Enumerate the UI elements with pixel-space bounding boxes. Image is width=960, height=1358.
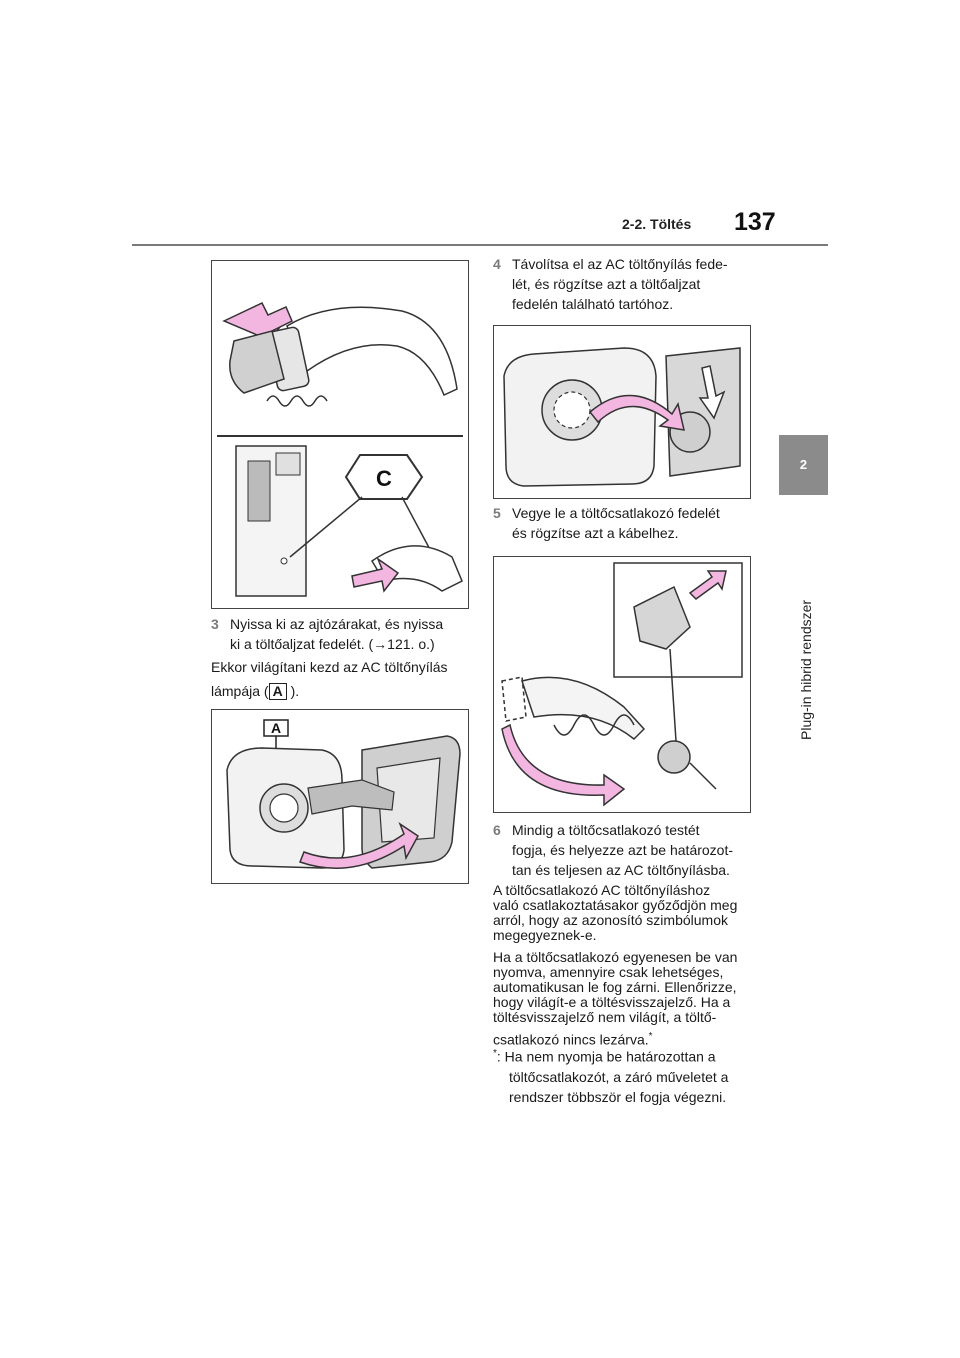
header-rule	[132, 244, 828, 246]
paragraph-line: lámpája (A ).	[211, 681, 473, 701]
paragraph-line: való csatlakoztatásakor győződjön meg	[493, 897, 738, 913]
connector-cover-on-cable-icon	[657, 740, 691, 774]
callout-label-a: A	[271, 720, 281, 736]
step-4: 4 Távolítsa el az AC töltőnyílás fede- l…	[493, 254, 763, 314]
arrow-curved-icon	[501, 723, 626, 807]
figure-connector-cap: C	[211, 260, 469, 609]
page-number: 137	[734, 208, 776, 236]
step-text-line: Távolítsa el az AC töltőnyílás fede-	[512, 256, 728, 272]
label-a-box: A	[268, 683, 287, 700]
connector-cap-illustration: C	[217, 302, 463, 597]
chapter-title-vertical: Plug-in hibrid rendszer	[795, 510, 817, 740]
chapter-tab: 2	[779, 435, 828, 495]
step-number: 5	[493, 505, 501, 521]
footnote: *: Ha nem nyomja be határozottan a töltő…	[493, 1044, 763, 1107]
step-text-line: Vegye le a töltőcsatlakozó fedelét	[512, 505, 720, 521]
connector-cap-icon	[229, 330, 285, 394]
plug-outline-dashed	[501, 676, 527, 722]
inlet-cap-illustration	[503, 347, 741, 487]
arrow-curved-icon	[299, 822, 419, 869]
paragraph-line: töltésvisszajelző nem világít, a töltő-	[493, 1009, 717, 1025]
step-text-line: ki a töltőaljzat fedelét. (→121. o.)	[230, 636, 435, 652]
plug-handle-icon	[286, 306, 458, 397]
footnote-line: töltőcsatlakozót, a záró műveletet a	[509, 1068, 729, 1085]
step-3: 3 Nyissa ki az ajtózárakat, és nyissa ki…	[211, 614, 471, 654]
paragraph-text: lámpája (	[211, 683, 269, 699]
step-text-line: tan és teljesen az AC töltőnyílásba.	[512, 862, 730, 878]
section-title: 2-2. Töltés	[622, 216, 692, 232]
footnote-mark: *	[493, 1048, 497, 1059]
paragraph-text: csatlakozó nincs lezárva.	[493, 1031, 649, 1048]
step-text-line: fedelén található tartóhoz.	[512, 296, 674, 312]
paragraph-check-symbols: A töltőcsatlakozó AC töltőnyíláshoz való…	[493, 883, 763, 943]
connector-cover-icon	[633, 585, 691, 650]
callout-label-c: C	[376, 466, 392, 491]
plug-icon	[521, 676, 646, 741]
arrow-down-icon	[698, 365, 726, 420]
figure-connector-cover	[493, 556, 751, 813]
footnote-mark: *	[648, 1031, 653, 1042]
paragraph-line: megegyeznek-e.	[493, 927, 597, 943]
cable-coil-icon	[266, 395, 328, 407]
charge-port-lid-illustration: A	[226, 719, 461, 869]
arrow-right-icon	[351, 556, 400, 593]
paragraph-line: automatikusan le fog zárni. Ellenőrizze,	[493, 979, 737, 995]
paragraph-text: ).	[290, 683, 300, 699]
arrow-up-right-icon	[688, 570, 727, 600]
figure-inlet-cap	[493, 325, 751, 499]
paragraph-line: A töltőcsatlakozó AC töltőnyíláshoz	[493, 882, 711, 898]
cable-coil-icon	[553, 714, 635, 736]
step-number: 3	[211, 616, 219, 632]
footnote-line: *: Ha nem nyomja be határozottan a	[493, 1044, 763, 1067]
paragraph-lamp: Ekkor világítani kezd az AC töltőnyílás …	[211, 657, 473, 701]
step-5: 5 Vegye le a töltőcsatlakozó fedelét és …	[493, 503, 763, 543]
step-text-line: lét, és rögzítse azt a töltőaljzat	[512, 276, 701, 292]
plug-icon	[370, 545, 463, 592]
footnote-line: rendszer többször el fogja végezni.	[509, 1088, 727, 1105]
step-text-line: és rögzítse azt a kábelhez.	[512, 525, 679, 541]
paragraph-line: csatlakozó nincs lezárva.*	[493, 1029, 763, 1048]
paragraph-line: arról, hogy az azonosító szimbólumok	[493, 912, 728, 928]
step-6: 6 Mindig a töltőcsatlakozó testét fogja,…	[493, 820, 763, 880]
step-text-line: Mindig a töltőcsatlakozó testét	[512, 822, 700, 838]
step-text-line: fogja, és helyezze azt be határozot-	[512, 842, 734, 858]
step-number: 4	[493, 256, 501, 272]
callout-hexagon	[344, 454, 424, 500]
paragraph-line: nyomva, amennyire csak lehetséges,	[493, 964, 724, 980]
connector-cover-illustration	[501, 562, 743, 807]
paragraph-auto-lock: Ha a töltőcsatlakozó egyenesen be van ny…	[493, 950, 763, 1048]
figure-charge-port-lid: A	[211, 709, 469, 884]
step-number: 6	[493, 822, 501, 838]
paragraph-line: Ekkor világítani kezd az AC töltőnyílás	[211, 659, 448, 675]
footnote-text: : Ha nem nyomja be határozottan a	[496, 1048, 716, 1065]
step-text-line: Nyissa ki az ajtózárakat, és nyissa	[230, 616, 444, 632]
paragraph-line: Ha a töltőcsatlakozó egyenesen be van	[493, 949, 738, 965]
chapter-title-text: Plug-in hibrid rendszer	[798, 599, 814, 740]
arrow-curved-icon	[588, 394, 685, 431]
paragraph-line: hogy világít-e a töltésvisszajelző. Ha a	[493, 994, 731, 1010]
